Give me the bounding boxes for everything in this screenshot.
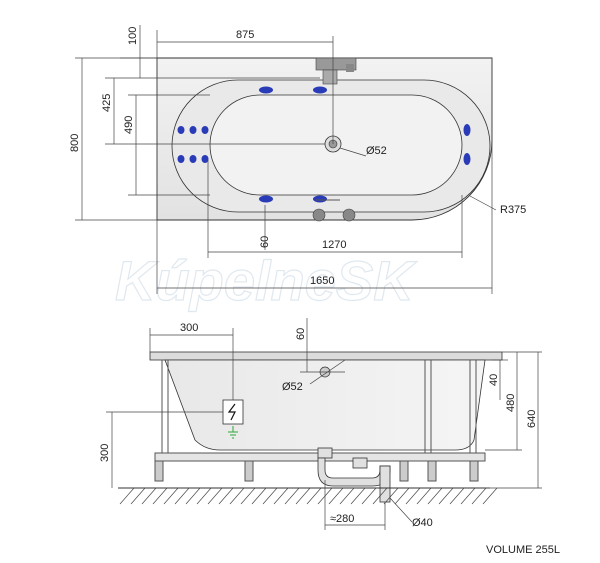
control-knobs <box>312 199 356 222</box>
dim-425: 425 <box>101 94 113 112</box>
top-view: 875 100 425 490 800 Ø52 R375 60 127 <box>69 25 526 294</box>
dim-490: 490 <box>123 116 135 134</box>
hatch-line <box>163 487 179 505</box>
jet-nozzle <box>201 126 209 134</box>
tub-body-side <box>164 359 486 451</box>
dim-800: 800 <box>69 134 81 152</box>
hatch-line <box>482 487 498 505</box>
dim-100: 100 <box>127 27 139 45</box>
dim-diameter-52-side: Ø52 <box>282 381 303 393</box>
hatch-line <box>130 487 146 505</box>
dim-60-top: 60 <box>259 236 271 248</box>
jet-nozzle <box>177 155 185 163</box>
jet-nozzle <box>201 155 209 163</box>
side-view: 300 60 Ø52 40 480 640 300 ≈280 Ø40 <box>99 318 542 530</box>
hatch-line <box>372 487 388 505</box>
hatch-line <box>119 487 135 505</box>
dim-1650: 1650 <box>310 275 334 287</box>
dim-40-side: 40 <box>488 374 500 386</box>
hatch-line <box>196 487 212 505</box>
floor-hatching <box>118 487 498 505</box>
jet-nozzle <box>313 86 327 94</box>
hatch-line <box>218 487 234 505</box>
hatch-line <box>251 487 267 505</box>
hatch-line <box>262 487 278 505</box>
dim-60-side: 60 <box>295 328 307 340</box>
hatch-line <box>339 487 355 505</box>
jet-nozzle <box>189 126 197 134</box>
hatch-line <box>185 487 201 505</box>
ground-icon <box>228 426 238 439</box>
hatch-line <box>284 487 300 505</box>
hatch-line <box>174 487 190 505</box>
watermark: KúpelneSK <box>115 249 417 312</box>
hatch-line <box>273 487 289 505</box>
dim-300-left: 300 <box>99 444 111 462</box>
hatch-line <box>460 487 476 505</box>
hatch-line <box>405 487 421 505</box>
hatch-line <box>240 487 256 505</box>
hatch-line <box>328 487 344 505</box>
hatch-line <box>295 487 311 505</box>
tub-rim-side <box>149 351 503 361</box>
dim-875: 875 <box>236 29 254 41</box>
dim-r375: R375 <box>500 204 526 216</box>
dim-300-top: 300 <box>180 322 198 334</box>
faucet <box>315 57 357 85</box>
hatch-line <box>394 487 410 505</box>
hatch-line <box>361 487 377 505</box>
hatch-line <box>141 487 157 505</box>
hatch-line <box>306 487 322 505</box>
jet-nozzle <box>177 126 185 134</box>
hatch-line <box>350 487 366 505</box>
hatch-line <box>383 487 399 505</box>
hatch-line <box>229 487 245 505</box>
volume-label: VOLUME 255L <box>486 544 560 556</box>
hatch-line <box>427 487 443 505</box>
hatch-line <box>471 487 487 505</box>
jet-nozzle <box>259 86 273 94</box>
hatch-line <box>416 487 432 505</box>
dim-diameter-40: Ø40 <box>412 517 433 529</box>
whirlpool-jets <box>177 86 471 203</box>
hatch-line <box>152 487 168 505</box>
hatch-line <box>207 487 223 505</box>
dim-640: 640 <box>526 410 538 428</box>
drain-trap <box>317 447 391 503</box>
jet-nozzle <box>463 124 471 136</box>
dim-280: ≈280 <box>330 513 354 525</box>
jet-nozzle <box>463 153 471 165</box>
jet-nozzle <box>259 195 273 203</box>
hatch-line <box>438 487 454 505</box>
jet-nozzle <box>313 195 327 203</box>
dim-diameter-52-top: Ø52 <box>366 145 387 157</box>
dim-480: 480 <box>505 394 517 412</box>
dim-1270: 1270 <box>322 239 346 251</box>
jet-nozzle <box>189 155 197 163</box>
hatch-line <box>449 487 465 505</box>
